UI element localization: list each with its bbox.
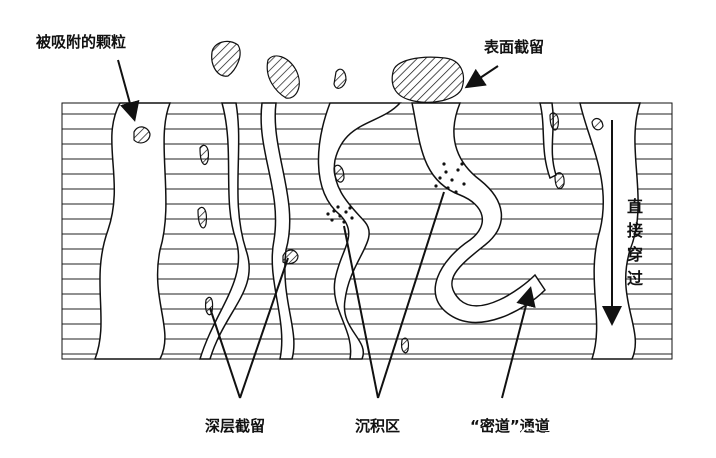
particle-right-small [591, 117, 604, 131]
pore-channel-narrow-a [260, 102, 295, 360]
pointer-deposition-b [377, 191, 445, 399]
labels: 被吸附的颗粒 表面截留 深层截留 沉积区 “密道”通道 直 接 穿 过 [36, 33, 643, 435]
label-direct-through-char-2: 接 [627, 221, 643, 240]
particle-scatter-g [333, 164, 345, 183]
label-secret-channel: “密道”通道 [470, 417, 550, 435]
particle-top-small [333, 68, 347, 89]
pointer-deposition-a [343, 225, 379, 399]
deposition-dots [326, 162, 466, 224]
snowball-logo-icon [520, 427, 538, 445]
particle-scatter-b [197, 206, 207, 229]
pointer-deep-b [239, 257, 289, 399]
particle-surface-large [391, 56, 465, 103]
particle-top-left [211, 40, 241, 77]
label-adsorbed-particle: 被吸附的颗粒 [36, 33, 126, 51]
pore-channel-left [93, 102, 172, 360]
watermark: 雪球： 行舟Drug [520, 427, 659, 446]
particle-adsorbed [133, 126, 151, 144]
label-direct-through: 直 接 穿 过 [627, 197, 643, 288]
label-surface-retention: 表面截留 [484, 38, 544, 56]
particle-scatter-a [199, 144, 209, 166]
pore-channels [93, 102, 642, 360]
label-deposition-zone: 沉积区 [355, 417, 400, 435]
pore-channel-deep [198, 102, 250, 360]
particles [133, 40, 604, 354]
particle-deep [282, 249, 299, 265]
label-direct-through-char-3: 穿 [627, 245, 643, 264]
watermark-name: 行舟Drug [592, 428, 659, 446]
arrow-surface [464, 65, 499, 89]
arrow-adsorbed [117, 59, 140, 122]
particle-scatter-c [549, 112, 559, 131]
pointer-lines [117, 59, 622, 399]
watermark-prefix: 雪球： [544, 428, 589, 446]
label-direct-through-char-1: 直 [627, 197, 643, 216]
pore-channel-right [579, 102, 642, 360]
pointer-deep-a [209, 307, 241, 399]
pore-channel-sinuous [411, 102, 546, 324]
particle-top-mid [266, 55, 300, 99]
arrow-channel [501, 286, 536, 399]
label-deep-retention: 深层截留 [205, 417, 265, 435]
particle-scatter-d [554, 172, 565, 190]
label-direct-through-char-4: 过 [627, 269, 643, 288]
particle-scatter-f [401, 337, 410, 354]
